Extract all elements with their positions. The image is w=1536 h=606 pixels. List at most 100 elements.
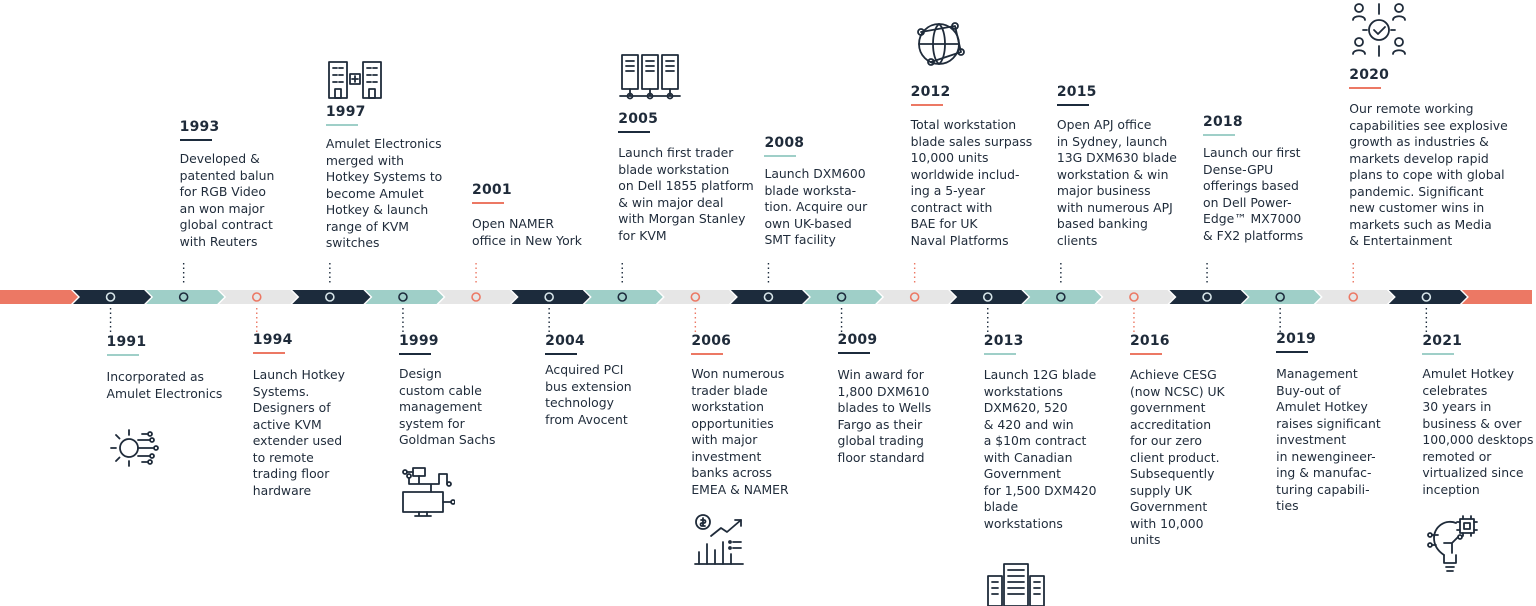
timeline-marker [909,292,920,302]
event-year: 2004 [545,333,585,349]
timeline-segment [877,290,956,304]
event-year: 1994 [252,332,293,348]
event-year-underline [691,353,724,355]
timeline-end-segment [1461,290,1532,304]
event-description: Amulet Electronics merged with Hotkey Sy… [325,136,443,250]
timeline-segment [1023,290,1102,304]
event-year-underline [1056,104,1089,106]
timeline-segment [146,290,225,304]
timeline-marker [982,292,993,302]
event-year: 2012 [910,84,951,100]
event-description: Launch 12G blade workstations DXM620, 52… [983,367,1097,531]
event-year-underline [545,353,578,355]
timeline-marker [105,292,116,302]
timeline-marker [1421,292,1432,302]
event-year: 2013 [983,333,1024,349]
timeline-segment [292,290,371,304]
event-year: 2008 [764,135,805,151]
event-description: Our remote working capabilities see expl… [1349,101,1508,248]
timeline-segment [1242,290,1321,304]
timeline-segment [1096,290,1175,304]
event-year: 2001 [472,182,512,198]
timeline-segment [584,290,663,304]
event-description: Design custom cable management system fo… [398,366,496,447]
timeline-marker [398,292,408,302]
timeline-marker [178,292,189,302]
event-year-underline [1203,134,1236,136]
lightbulb-chip-icon [1422,515,1482,575]
event-year-underline [179,139,212,141]
event-year-underline [618,131,651,133]
event-description: Launch Hotkey Systems. Designers of acti… [252,367,346,498]
timeline-segment [73,290,152,304]
timeline-marker [1202,292,1212,302]
event-description: Launch first trader blade workstation on… [618,145,754,243]
timeline-marker [1348,292,1359,302]
event-year-underline [325,124,358,126]
timeline-marker [325,292,335,302]
event-year: 2005 [618,111,659,127]
globe-network-icon [911,14,969,72]
event-year-underline [983,353,1016,355]
timeline-segment [1315,290,1394,304]
event-description: Launch our first Dense-GPU offerings bas… [1203,145,1304,243]
event-year: 1991 [106,334,147,350]
timeline-marker [763,292,774,302]
event-year: 2016 [1129,333,1170,349]
event-year-underline [472,202,505,204]
timeline-start-segment [0,290,78,304]
event-description: Amulet Hotkey celebrates 30 years in bus… [1422,366,1534,497]
timeline-marker [1275,292,1285,302]
timeline-segment [365,290,444,304]
event-description: Open NAMER office in New York [472,216,582,248]
event-year: 1999 [398,333,439,349]
event-description: Launch DXM600 blade worksta- tion. Acqui… [764,166,868,247]
event-description: Acquired PCI bus extension technology fr… [545,362,632,427]
timeline-segment [438,290,517,304]
timeline-segment [1169,290,1248,304]
growth-chart-icon [691,512,747,568]
event-description: Incorporated as Amulet Electronics [106,369,223,401]
timeline-segment [219,290,298,304]
timeline-segment [950,290,1029,304]
event-description: Win award for 1,800 DXM610 blades to Wel… [837,367,932,465]
event-year: 2018 [1203,114,1243,130]
event-year-underline [398,353,431,355]
merged-buildings-icon [326,58,384,100]
event-year-underline [1129,353,1162,355]
server-racks-icon [618,52,682,102]
event-year: 2019 [1276,331,1316,347]
event-year-underline [1349,87,1382,89]
event-description: Achieve CESG (now NCSC) UK government ac… [1129,367,1225,547]
event-year: 2021 [1422,333,1463,349]
timeline-marker [836,292,847,302]
circuit-monitor-icon [399,462,455,518]
timeline-marker [471,292,481,302]
event-year-underline [837,352,870,354]
event-description: Management Buy-out of Amulet Hotkey rais… [1276,366,1381,513]
event-year-underline [910,104,943,106]
event-description: Won numerous trader blade workstation op… [691,366,789,497]
event-description: Total workstation blade sales surpass 10… [910,117,1033,248]
event-year: 2020 [1349,67,1390,83]
event-year-underline [1422,353,1455,355]
remote-team-icon [1349,0,1409,60]
event-year-underline [1276,351,1309,353]
timeline-marker [544,292,554,302]
timeline-segment [730,290,809,304]
timeline-segment [657,290,736,304]
timeline-segment [804,290,883,304]
event-year-underline [106,354,139,356]
event-description: Open APJ office in Sydney, launch 13G DX… [1056,117,1177,248]
gear-circuit-icon [107,420,163,476]
timeline-marker [617,292,628,302]
timeline-segment [1388,290,1467,304]
event-year-underline [764,155,797,157]
event-year-underline [252,352,285,354]
data-center-icon [984,560,1048,606]
timeline-marker [1056,292,1066,302]
timeline-marker [251,292,262,302]
timeline-marker [1129,292,1139,302]
event-year: 2009 [837,332,878,348]
